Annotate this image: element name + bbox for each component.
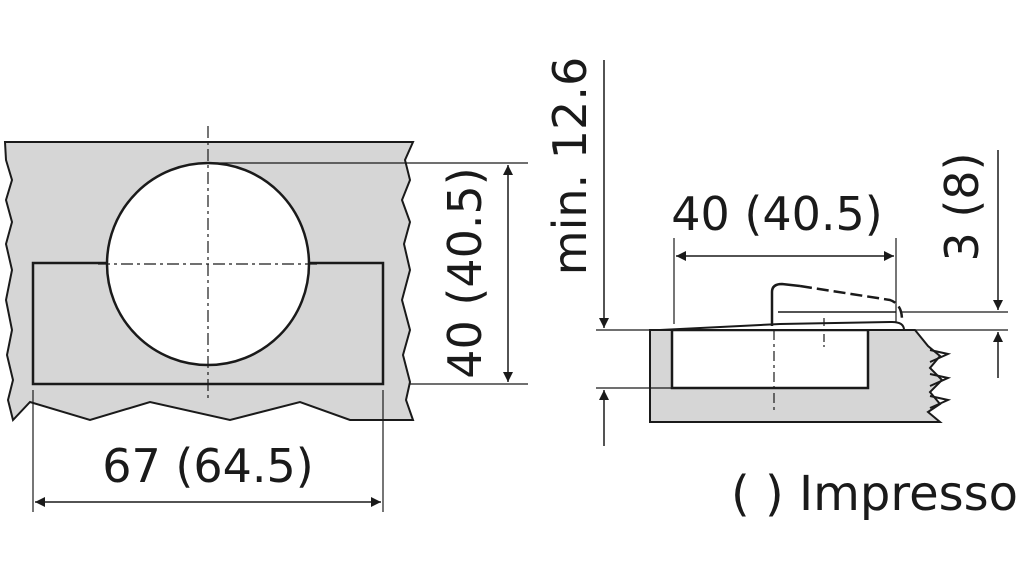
legend-label: ( ) Impresso [731, 466, 1018, 522]
hinge-arm-dashed [799, 284, 904, 321]
min-thickness-label: min. 12.6 [543, 57, 597, 275]
section-view: 40 (40.5) min. 12.6 3 (8) ( ) Impresso [543, 57, 1018, 522]
height-label: 40 (40.5) [438, 167, 492, 378]
break-mark [929, 349, 952, 409]
hinge-arm [770, 282, 801, 326]
width-right-label: 40 (40.5) [671, 187, 882, 241]
hinge-plate [659, 320, 906, 331]
cup-recess [670, 328, 870, 390]
top-view: 67 (64.5) 40 (40.5) [3, 126, 528, 512]
depth-label: 3 (8) [935, 152, 989, 261]
width-label: 67 (64.5) [102, 439, 313, 493]
